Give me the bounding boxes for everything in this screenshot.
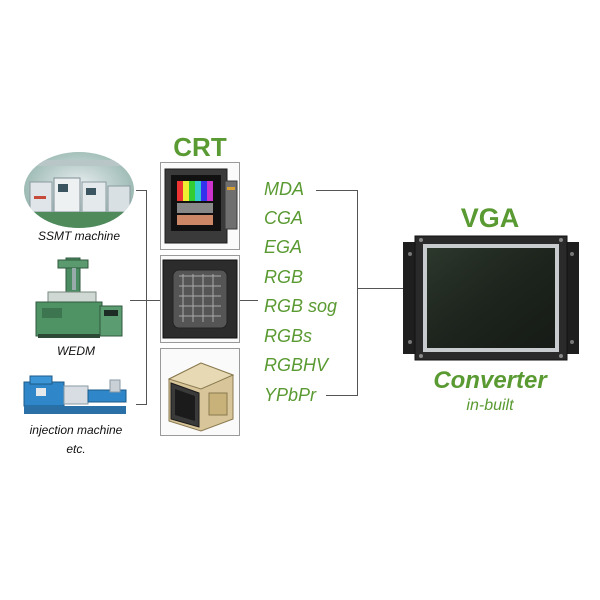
wedm-machine-label: WEDM bbox=[57, 344, 95, 358]
ssmt-machine-photo-icon bbox=[24, 152, 134, 228]
crt-monitor-icon bbox=[160, 255, 240, 343]
machine-bracket-top bbox=[136, 190, 147, 191]
vga-title: VGA bbox=[460, 203, 520, 233]
wedm-machine-photo-icon bbox=[28, 254, 124, 340]
signal-label: CGA bbox=[264, 208, 304, 228]
machine-bracket-bottom bbox=[136, 404, 147, 405]
signal-label: YPbPr bbox=[264, 385, 317, 405]
machine-bracket-middle bbox=[130, 300, 147, 301]
injection-machine-photo-icon bbox=[22, 372, 130, 418]
crt-title: CRT bbox=[173, 132, 227, 162]
signal-label: RGBHV bbox=[264, 355, 329, 375]
signal-label: RGB sog bbox=[264, 296, 338, 316]
signals-to-vga-line bbox=[358, 288, 410, 289]
crt-to-signals-line bbox=[240, 300, 258, 301]
signal-label: EGA bbox=[264, 237, 303, 257]
signals-bracket-bottom bbox=[326, 395, 358, 396]
signal-label: RGB bbox=[264, 267, 304, 287]
etc-label: etc. bbox=[66, 442, 86, 456]
converter-label: Converter bbox=[433, 367, 547, 394]
signals-bracket-top bbox=[316, 190, 358, 191]
signal-label: MDA bbox=[264, 179, 304, 199]
bracket-to-crt-line bbox=[147, 300, 160, 301]
vga-lcd-panel-icon bbox=[403, 232, 579, 364]
injection-machine-label: injection machine bbox=[29, 423, 123, 437]
inbuilt-label: in-built bbox=[466, 397, 514, 414]
signal-label: RGBs bbox=[264, 326, 313, 346]
ssmt-machine-label: SSMT machine bbox=[37, 229, 121, 243]
signals-bracket-vertical bbox=[357, 190, 358, 396]
machine-bracket-vertical bbox=[146, 190, 147, 404]
crt-monitor-icon bbox=[160, 348, 240, 436]
crt-monitor-icon bbox=[160, 162, 240, 250]
